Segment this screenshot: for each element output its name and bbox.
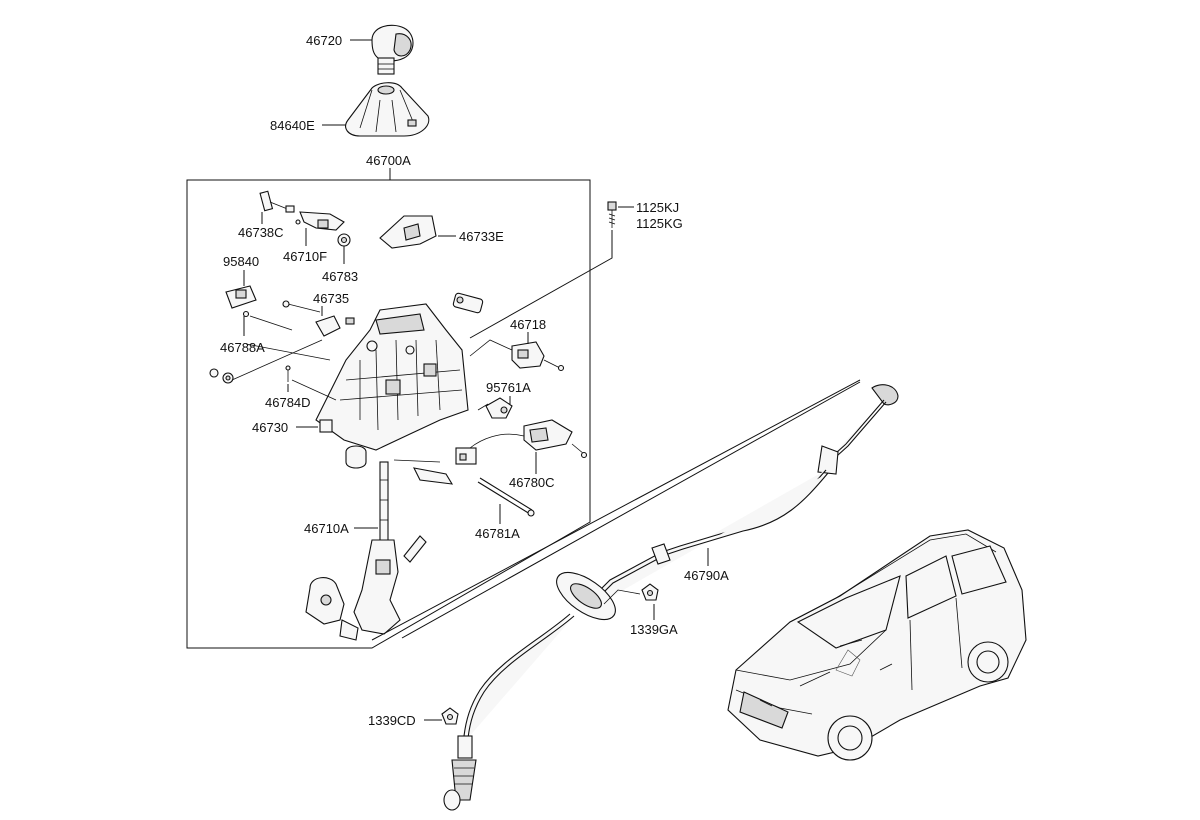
label-46710F: 46710F xyxy=(283,249,327,264)
label-46738C: 46738C xyxy=(238,225,284,240)
label-46790A: 46790A xyxy=(684,568,729,583)
label-46788A: 46788A xyxy=(220,340,265,355)
leader-cable-top xyxy=(371,379,861,641)
label-46784D: 46784D xyxy=(265,395,311,410)
label-46733E: 46733E xyxy=(459,229,504,244)
assembly-box-outline xyxy=(186,179,591,649)
clip-95761A-drawing xyxy=(477,397,513,419)
label-46735: 46735 xyxy=(313,291,349,306)
label-46700A: 46700A xyxy=(366,153,411,168)
bracket-46718-drawing xyxy=(511,341,565,372)
label-46710A: 46710A xyxy=(304,521,349,536)
shift-knob-drawing xyxy=(371,24,414,75)
shift-bracket-46730-drawing xyxy=(315,303,469,469)
shift-lever-46710A-drawing xyxy=(305,461,427,641)
bolt-1125KJ-drawing xyxy=(607,201,617,228)
sensor-46780C-drawing xyxy=(455,419,588,465)
plate-and-rod-46781A-drawing xyxy=(393,459,535,517)
shift-boot-drawing xyxy=(345,82,430,137)
label-46781A: 46781A xyxy=(475,526,520,541)
label-84640E: 84640E xyxy=(270,118,315,133)
dashed-leader-95840 xyxy=(249,315,293,331)
label-46783: 46783 xyxy=(322,269,358,284)
label-1339CD: 1339CD xyxy=(368,713,416,728)
dashed-leader-washers xyxy=(231,339,323,381)
pin-holder-drawing xyxy=(452,292,484,314)
bushing-46783-drawing xyxy=(337,233,351,247)
label-46718: 46718 xyxy=(510,317,546,332)
label-1125KG: 1125KG xyxy=(636,216,683,231)
vehicle-location-illustration xyxy=(727,529,1027,761)
nut-1339CD-drawing xyxy=(441,707,459,725)
label-95840: 95840 xyxy=(223,254,259,269)
label-95761A: 95761A xyxy=(486,380,531,395)
dashed-leader-46784D xyxy=(291,379,337,401)
label-1125KJ: 1125KJ xyxy=(636,200,679,215)
switch-95840-drawing xyxy=(225,285,257,318)
label-46720: 46720 xyxy=(306,33,342,48)
solenoid-46735-drawing xyxy=(282,300,355,337)
dashed-leader-46788A xyxy=(245,343,331,361)
label-46780C: 46780C xyxy=(509,475,555,490)
detent-spring-46738C-drawing xyxy=(259,190,301,225)
dashed-1339GA xyxy=(603,589,641,605)
indicator-cover-46733E-drawing xyxy=(379,215,437,249)
leader-1125-to-bracket xyxy=(469,230,613,339)
label-1339GA: 1339GA xyxy=(630,622,678,637)
shift-cable-46790A-drawing xyxy=(443,384,899,811)
leader-cable-bottom xyxy=(401,381,861,639)
washers-drawing xyxy=(209,368,234,384)
lever-46710F-drawing xyxy=(299,211,345,231)
pin-46784D-drawing xyxy=(285,365,291,382)
nut-1339GA-drawing xyxy=(641,583,659,601)
dashed-46718-to-bracket xyxy=(469,339,513,357)
label-46730: 46730 xyxy=(252,420,288,435)
